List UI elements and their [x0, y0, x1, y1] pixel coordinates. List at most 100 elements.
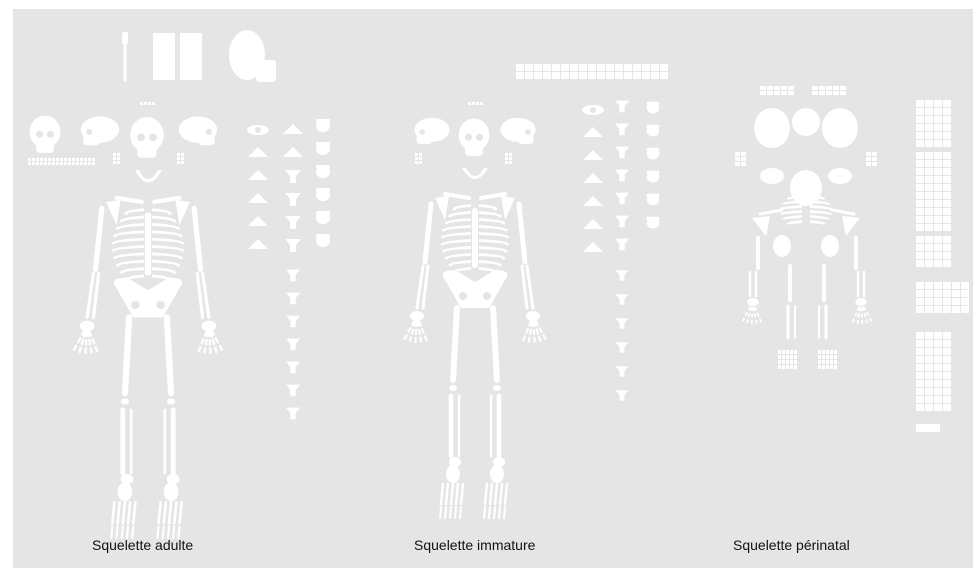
adult-body-left-foot-calcaneus	[118, 482, 133, 501]
perinatal-foot-right-cell	[834, 350, 837, 354]
immature-body-right-foot-talus	[493, 457, 505, 467]
perinatal-foot-left-cell	[778, 365, 781, 369]
adult-teeth-grid-cell	[84, 158, 87, 161]
record-table-3-cell	[943, 260, 951, 267]
record-table-1-cell	[916, 116, 924, 123]
record-table-2-cell	[934, 224, 942, 231]
record-table-4-cell	[943, 282, 951, 289]
record-table-5-cell	[925, 332, 933, 339]
record-table-2-cell	[925, 168, 933, 175]
adult-teeth-grid-cell	[52, 158, 55, 161]
immature-dental-chart-cell	[543, 72, 551, 79]
record-table-1-cell	[934, 108, 942, 115]
coffin-left	[153, 33, 175, 80]
immature-body-right-hand-phalanx	[529, 322, 530, 326]
adult-body-left-hand-phalanx	[89, 340, 90, 344]
adult-teeth-grid-cell	[36, 158, 39, 161]
adult-teeth-grid-cell	[92, 158, 95, 161]
perinatal-ilium-right	[821, 235, 839, 257]
record-table-1-cell	[916, 132, 924, 139]
adult-body-right-hand-phalanx	[205, 331, 207, 335]
adult-teeth-grid-cell	[32, 158, 35, 161]
record-table-2-cell	[925, 160, 933, 167]
record-table-3-cell	[925, 244, 933, 251]
adult-body-patella	[121, 398, 129, 404]
record-table-2-cell	[934, 152, 942, 159]
perinatal-left-hand-phalanx	[749, 314, 750, 316]
caption-immature: Squelette immature	[414, 537, 535, 553]
immature-dental-chart-cell	[615, 64, 623, 71]
perinatal-grid-b-cell	[866, 157, 871, 161]
record-table-5-cell	[916, 388, 924, 395]
record-table-5-cell	[916, 340, 924, 347]
record-table-2-cell	[925, 184, 933, 191]
record-table-1-cell	[916, 108, 924, 115]
record-table-4-cell	[916, 282, 924, 289]
record-table-5-cell	[943, 372, 951, 379]
immature-dental-chart-cell	[516, 64, 524, 71]
immature-hyoid-grid-right-cell	[505, 161, 508, 164]
adult-teeth-grid-cell	[60, 162, 63, 165]
immature-dental-chart-cell	[624, 64, 632, 71]
perinatal-foot-left-cell	[794, 360, 797, 364]
adult-teeth-grid-cell	[28, 158, 31, 161]
record-table-4-cell	[934, 282, 942, 289]
perinatal-foot-right-cell	[822, 365, 825, 369]
perinatal-right-hand-phalanx	[863, 308, 864, 310]
perinatal-right-hand-phalanx	[870, 318, 871, 320]
record-table-5-cell	[916, 332, 924, 339]
immature-dental-chart-cell	[543, 64, 551, 71]
record-table-4-cell	[952, 298, 960, 305]
record-table-5-cell	[934, 372, 942, 379]
record-table-2-cell	[925, 224, 933, 231]
perinatal-foot-left-cell	[794, 355, 797, 359]
record-table-2-cell	[934, 184, 942, 191]
record-table-5-cell	[934, 380, 942, 387]
immature-dental-chart-cell	[597, 72, 605, 79]
adult-teeth-grid-cell	[72, 158, 75, 161]
perinatal-foot-right-cell	[818, 355, 821, 359]
record-table-2-cell	[943, 216, 951, 223]
record-table-2-cell	[943, 168, 951, 175]
immature-hyoid-grid-right-cell	[509, 161, 512, 164]
immature-hyoid-grid-left-cell	[419, 157, 422, 160]
perinatal-foot-left-cell	[782, 365, 785, 369]
adult-teeth-grid-cell	[40, 162, 43, 165]
record-table-2-cell	[925, 192, 933, 199]
perinatal-temporal-left	[760, 168, 784, 184]
immature-body-left-hand-phalanx	[421, 338, 422, 342]
perinatal-right-hand-phalanx	[856, 314, 857, 316]
immature-dental-chart-cell	[579, 64, 587, 71]
adult-teeth-top-cell	[148, 102, 151, 105]
perinatal-foot-left-cell	[778, 350, 781, 354]
record-table-5-cell	[934, 396, 942, 403]
adult-skull-main-orbit	[149, 134, 157, 142]
perinatal-left-hand-phalanx	[758, 314, 759, 316]
immature-dental-chart-cell	[561, 64, 569, 71]
record-table-2-cell	[943, 208, 951, 215]
perinatal-foot-left-cell	[790, 350, 793, 354]
perinatal-grid-right-cell	[833, 91, 839, 95]
record-table-5-cell	[925, 388, 933, 395]
adult-hyoid-grid-left-cell	[117, 153, 120, 156]
perinatal-ilium-left	[773, 235, 791, 257]
adult-body-right-hand-phalanx	[206, 340, 207, 344]
immature-dental-chart-cell	[651, 72, 659, 79]
adult-body-right-foot-calcaneus	[164, 482, 179, 501]
adult-teeth-grid-cell	[56, 158, 59, 161]
immature-dental-chart-cell	[633, 72, 641, 79]
immature-body-left-hand-phalanx	[419, 330, 420, 334]
perinatal-grid-right-cell	[812, 91, 818, 95]
adult-body-right-hand-carpals	[202, 321, 217, 332]
perinatal-grid-left-cell	[760, 91, 766, 95]
record-table-3-cell	[925, 236, 933, 243]
record-table-5-cell	[925, 364, 933, 371]
immature-vertebra-process	[647, 217, 660, 221]
record-table-5-cell	[925, 396, 933, 403]
immature-dental-chart-cell	[588, 64, 596, 71]
perinatal-foot-right-cell	[830, 355, 833, 359]
record-table-5-cell	[934, 356, 942, 363]
record-table-3-cell	[934, 236, 942, 243]
perinatal-foot-right-cell	[826, 350, 829, 354]
record-table-5-cell	[943, 332, 951, 339]
